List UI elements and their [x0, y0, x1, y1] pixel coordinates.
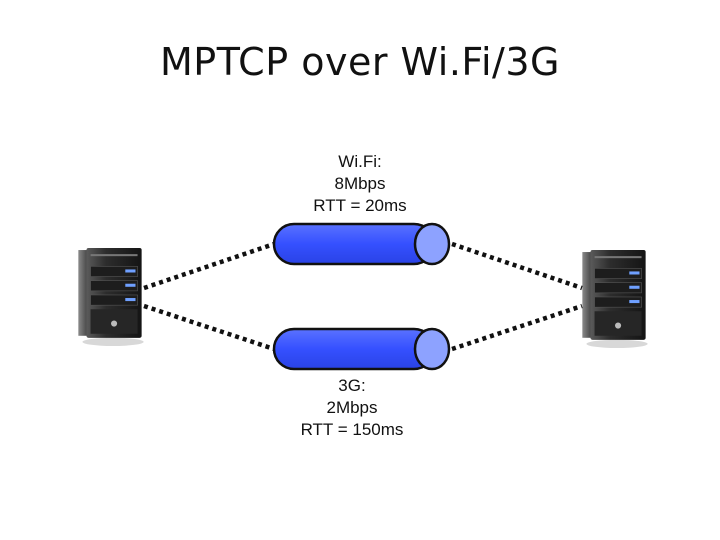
- link-left-3g: [143, 303, 275, 352]
- 3g-tube: [272, 327, 451, 371]
- 3g-label-bandwidth: 2Mbps: [326, 398, 378, 417]
- 3g-label-name: 3G:: [338, 376, 366, 395]
- 3g-label: 3G: 2Mbps RTT = 150ms: [252, 375, 452, 441]
- server-tower-icon: [582, 250, 648, 348]
- wifi-label-bandwidth: 8Mbps: [334, 174, 386, 193]
- server-tower-icon: [78, 248, 144, 346]
- wifi-label: Wi.Fi: 8Mbps RTT = 20ms: [260, 151, 460, 217]
- wifi-label-rtt: RTT = 20ms: [313, 196, 407, 215]
- link-left-wifi: [143, 241, 275, 291]
- wifi-tube: [272, 222, 451, 266]
- dotted-links: [143, 241, 583, 352]
- link-right-wifi: [451, 241, 583, 291]
- 3g-label-rtt: RTT = 150ms: [300, 420, 404, 439]
- wifi-label-name: Wi.Fi:: [338, 152, 382, 171]
- slide-title: MPTCP over Wi.Fi/3G: [160, 40, 560, 84]
- link-right-3g: [451, 303, 583, 352]
